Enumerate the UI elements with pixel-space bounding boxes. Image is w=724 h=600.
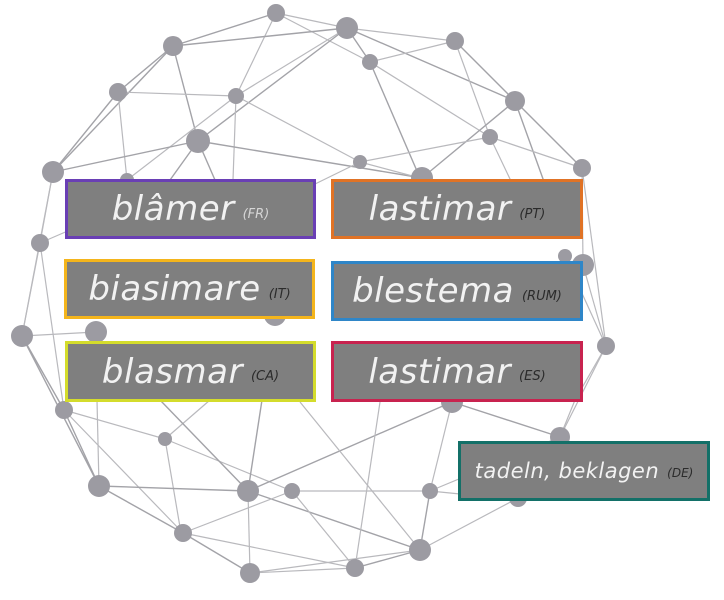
word-box-fr: blâmer (FR) — [65, 179, 316, 239]
word-label: biasimare — [88, 269, 261, 309]
word-label: blestema — [352, 271, 514, 311]
word-label: blasmar — [101, 351, 243, 392]
word-box-de: tadeln, beklagen (DE) — [458, 441, 710, 501]
language-code: (RUM) — [521, 288, 562, 304]
network-nodes — [11, 4, 615, 583]
word-box-es: lastimar (ES) — [331, 341, 583, 402]
language-code: (ES) — [519, 369, 546, 384]
language-code: (FR) — [242, 206, 270, 222]
word-box-ca: blasmar (CA) — [65, 341, 316, 402]
word-label: blâmer — [111, 189, 235, 229]
word-label: lastimar — [368, 351, 512, 392]
word-label: tadeln, beklagen — [474, 459, 660, 483]
language-code: (PT) — [519, 206, 546, 222]
language-code: (CA) — [250, 369, 280, 384]
word-label: lastimar — [368, 189, 512, 229]
language-code: (DE) — [667, 466, 694, 480]
language-code: (IT) — [268, 286, 291, 302]
word-box-it: biasimare (IT) — [64, 259, 315, 319]
word-box-rum: blestema (RUM) — [331, 261, 583, 321]
word-box-pt: lastimar (PT) — [331, 179, 583, 239]
